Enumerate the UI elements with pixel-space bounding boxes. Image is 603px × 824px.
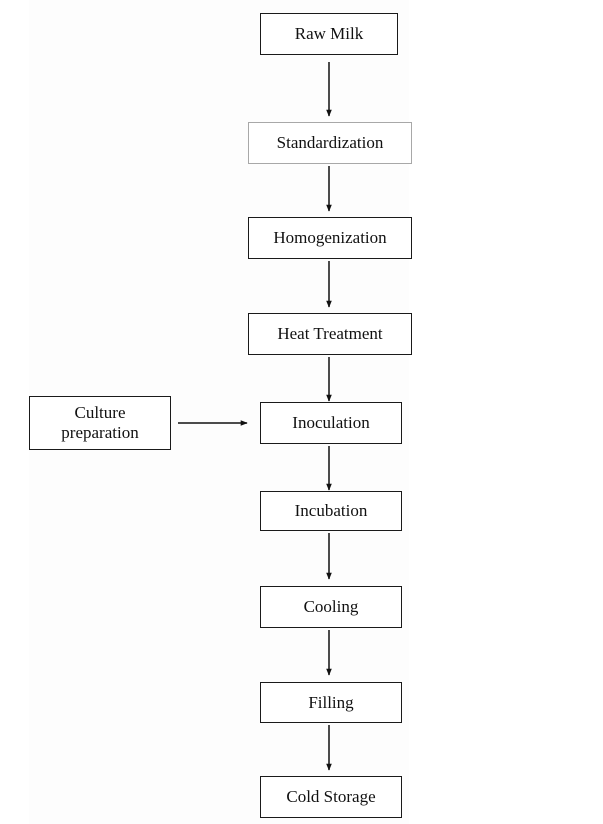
side-culture-preparation-label: Culture preparation <box>61 403 139 442</box>
step-inoculation-label: Inoculation <box>292 413 370 433</box>
step-incubation: Incubation <box>260 491 402 531</box>
step-heat-treatment-label: Heat Treatment <box>277 324 383 344</box>
step-homogenization: Homogenization <box>248 217 412 259</box>
side-culture-preparation: Culture preparation <box>29 396 171 450</box>
step-cold-storage-label: Cold Storage <box>286 787 376 807</box>
step-inoculation: Inoculation <box>260 402 402 444</box>
step-standardization-label: Standardization <box>276 133 384 153</box>
step-filling-label: Filling <box>308 692 354 712</box>
step-cooling-label: Cooling <box>303 597 359 617</box>
step-homogenization-label: Homogenization <box>273 228 387 248</box>
step-cold-storage: Cold Storage <box>260 776 402 818</box>
step-filling: Filling <box>260 682 402 723</box>
step-raw-milk: Raw Milk <box>260 13 398 55</box>
step-heat-treatment: Heat Treatment <box>248 313 412 355</box>
step-raw-milk-label: Raw Milk <box>294 24 364 44</box>
step-cooling: Cooling <box>260 586 402 628</box>
step-incubation-label: Incubation <box>294 501 368 521</box>
step-standardization: Standardization <box>248 122 412 164</box>
